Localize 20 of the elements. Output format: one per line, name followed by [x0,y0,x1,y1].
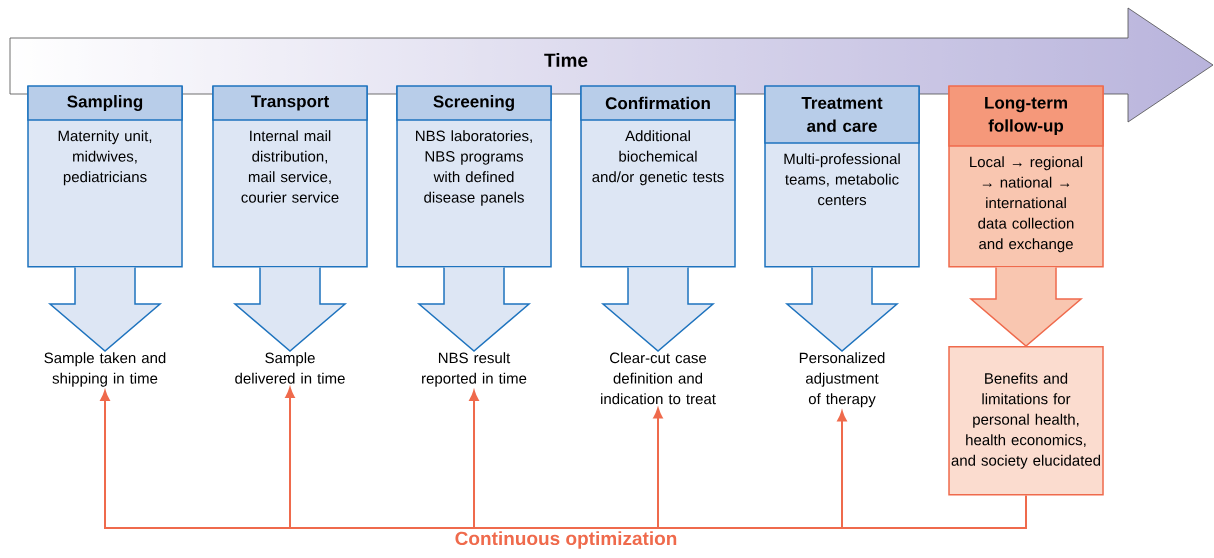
phase-box: Long-term follow-up Local → regional → national → international data collection and exchange [948,85,1104,268]
outcome-text: Personalized adjustment of therapy [799,352,885,408]
block-arrow [784,266,900,352]
feedback-arrow [469,390,567,529]
phase-box: Screening NBS laboratories, NBS programs with defined disease panels [396,85,552,268]
phase-box: Sampling Maternity unit, midwives, pediatricians [27,85,183,268]
phase-box: Confirmation Additional biochemical and/or genetic tests [580,85,736,268]
outcome-text: Sample delivered in time [235,352,345,384]
block-arrow [232,266,348,352]
outcome-box: Benefits and limitations for personal health, health economics, and society elucidated [948,346,1104,496]
block-arrow [600,266,716,352]
phase-box: Transport Internal mail distribution, mail service, courier service [212,85,368,268]
outcome-text: NBS result reported in time [422,352,527,387]
caption-text: Continuous optimization [455,531,677,549]
phase-box: Treatment and care Multi-professional teams, metabolic centers [764,85,920,268]
block-arrow [47,266,163,352]
block-arrow [416,266,532,352]
outcome-text: Sample taken and shipping in time [44,352,166,387]
outcome-text: Clear-cut case definition and indication to treat [601,352,716,405]
block-arrow [968,266,1084,347]
